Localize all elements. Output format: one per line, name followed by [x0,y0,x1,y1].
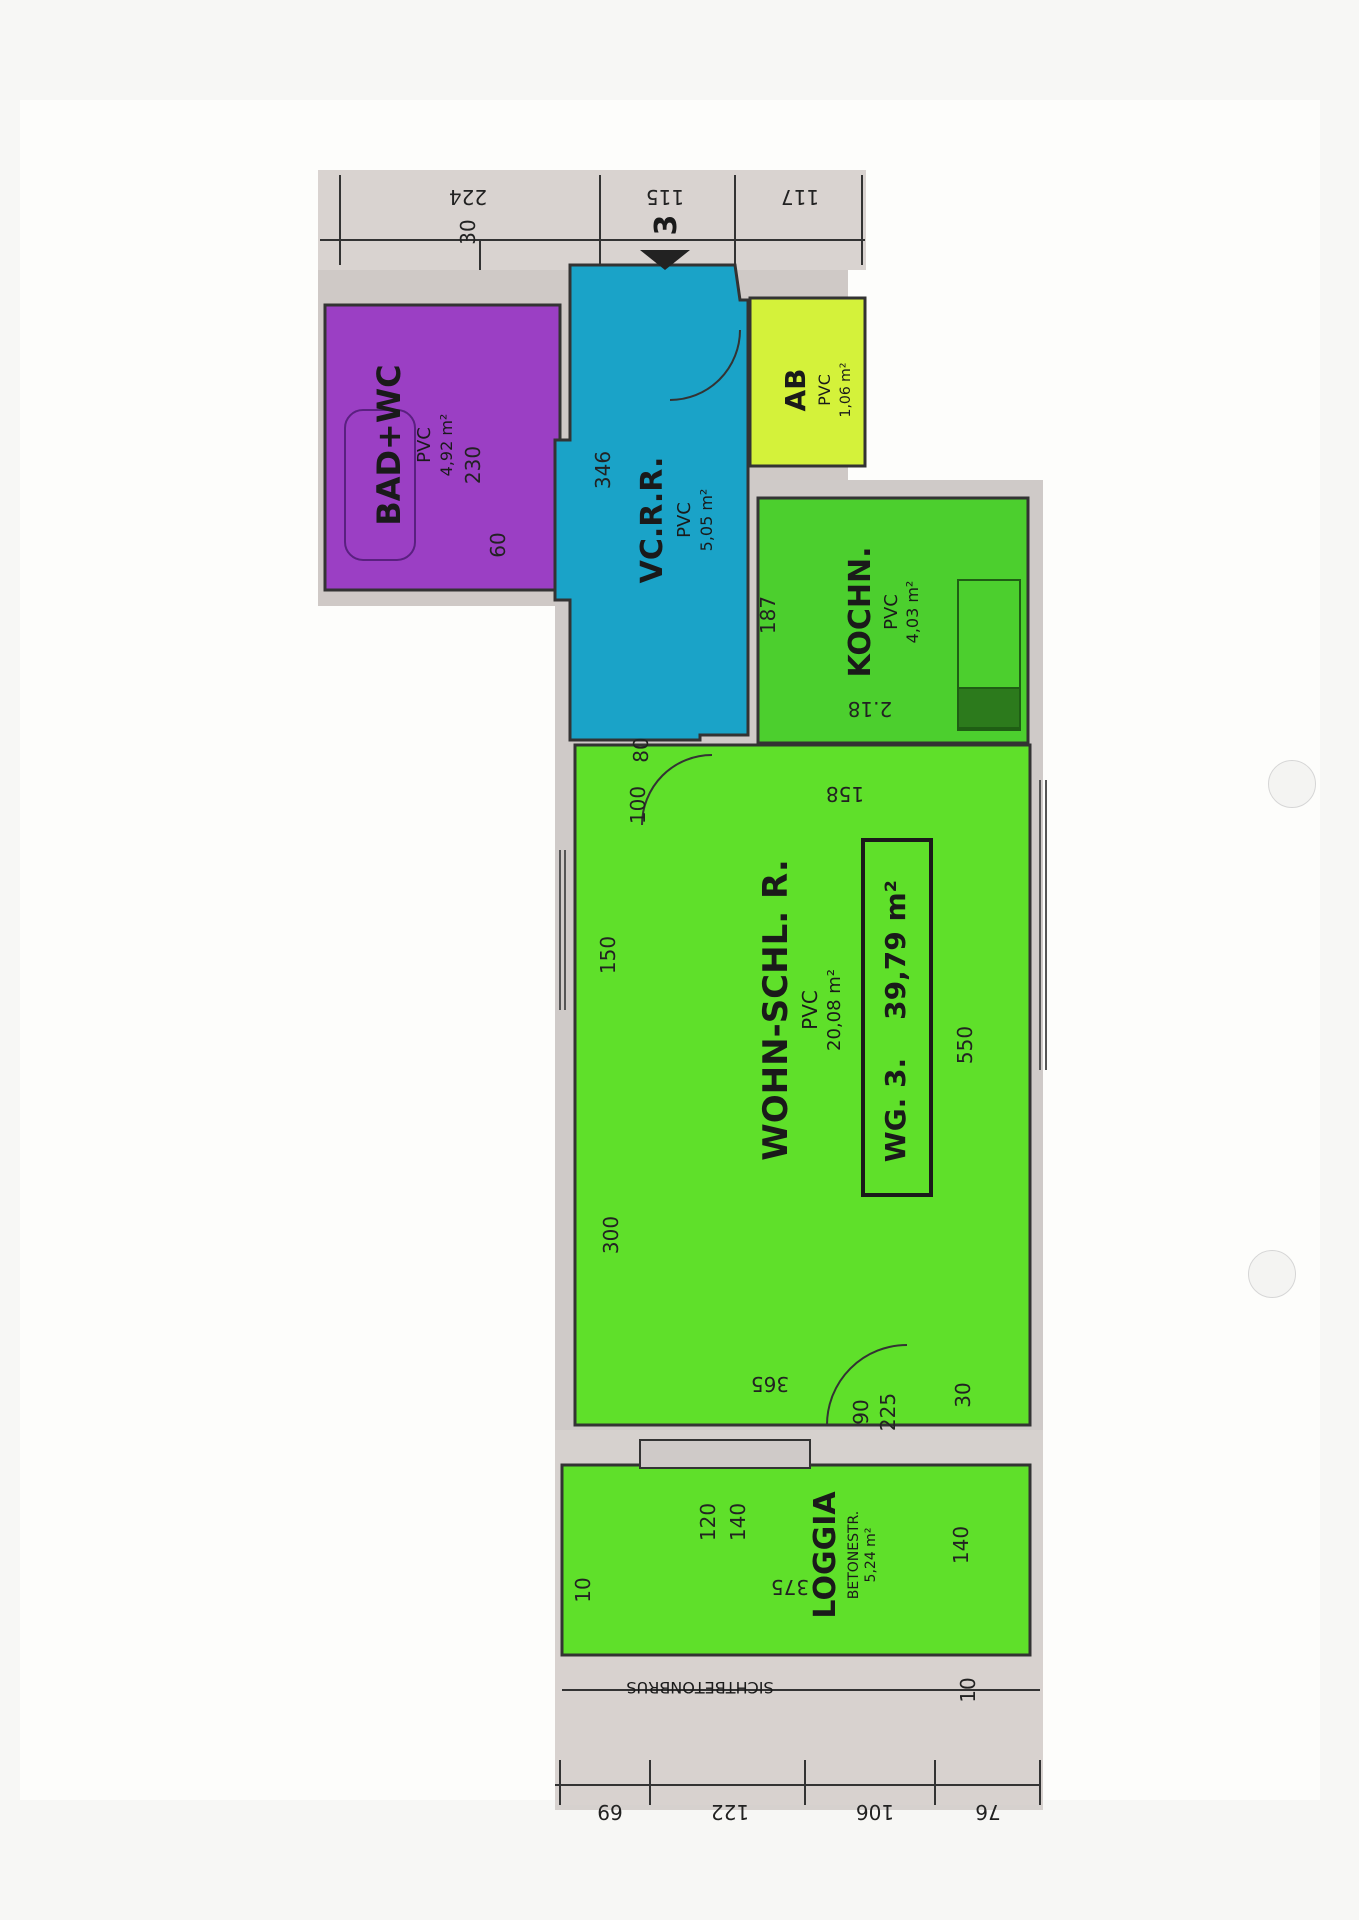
top-dimension-strip [318,170,866,270]
dim-top-115: 115 [646,185,684,209]
dim-wohn-225: 225 [876,1393,900,1431]
dim-vr-100: 100 [626,786,650,824]
dim-bottom-10: 10 [956,1677,980,1702]
dim-wohn-30: 30 [951,1382,975,1407]
dim-bad-230: 230 [461,446,485,484]
dim-bot-69: 69 [597,1800,622,1824]
bottom-dimension-lines [555,1689,1041,1805]
dim-bot-122: 122 [711,1800,749,1824]
dim-wohn-300: 300 [599,1216,623,1254]
label-loggia-floor: BETONESTR. [846,1511,862,1599]
kitchen-stove [957,687,1021,729]
label-unit-name: WG. 3. [879,1058,912,1162]
punch-hole-top [1268,760,1316,808]
label-kochn-floor: PVC [881,594,902,630]
bathtub-outline [344,409,416,561]
label-bad-floor: PVC [414,427,435,463]
label-bad-area: 4,92 m² [437,414,456,477]
dim-bot-106: 106 [856,1800,894,1824]
label-kochn-name: KOCHN. [843,546,878,677]
kitchen-counter [957,579,1021,731]
loggia-threshold [639,1439,811,1469]
label-bad-name: BAD+WC [370,364,408,525]
label-ab-area: 1,06 m² [838,363,854,418]
dim-wohn-90: 90 [849,1399,873,1424]
label-vr-name: VC.R.R. [635,457,670,584]
dim-top-117: 117 [781,185,819,209]
dim-wohn-550: 550 [953,1026,977,1064]
dim-vr-346: 346 [591,451,615,489]
label-kochn-area: 4,03 m² [903,581,922,644]
label-wohn-area: 20,08 m² [824,969,845,1051]
label-ab-name: AB [779,368,812,411]
dim-top-224: 224 [449,185,487,209]
label-ab-floor: PVC [815,374,834,406]
door-swing-vr [641,754,713,826]
door-swing-loggia [826,1344,908,1426]
room-wohn-schlafraum [573,743,1032,1427]
dim-loggia-140a: 140 [726,1503,750,1541]
punch-hole-bottom [1248,1250,1296,1298]
dim-vr-80: 80 [629,737,653,762]
dim-kochn-218: 2.18 [848,697,893,721]
label-wohn-name: WOHN-SCHL. R. [756,859,796,1160]
room-bad-wc [323,303,562,592]
dim-kochn-187: 187 [756,596,780,634]
entrance-arrow-icon [640,250,690,270]
dim-bad-60: 60 [486,532,510,557]
label-loggia-name: LOGGIA [808,1491,843,1619]
window-marks-right [1039,780,1047,1070]
dim-wohn-158: 158 [826,782,864,806]
dim-loggia-375: 375 [771,1575,809,1599]
label-vr-area: 5,05 m² [697,489,716,552]
dim-wohn-365: 365 [751,1372,789,1396]
label-loggia-area: 5,24 m² [863,1528,879,1583]
bottom-dimension-strip [555,1650,1043,1805]
top-dimension-lines [320,175,865,270]
dim-bot-76: 76 [975,1800,1000,1824]
room-loggia [560,1463,1032,1657]
label-sichtbeton: SICHTBETONBRUS [626,1678,773,1697]
dim-loggia-140b: 140 [949,1526,973,1564]
label-wohn-floor: PVC [798,990,822,1030]
label-vr-floor: PVC [674,502,695,538]
label-entrance-number: 3 [649,215,684,236]
room-abstellraum [748,296,867,468]
dim-top-30: 30 [456,219,480,244]
dim-loggia-120: 120 [696,1503,720,1541]
dim-wohn-150: 150 [596,936,620,974]
door-swing-ab [669,329,741,401]
unit-summary-box [861,838,933,1197]
window-marks-left [559,850,566,1010]
label-unit-total: 39,79 m² [879,880,912,1020]
dim-loggia-10: 10 [571,1577,595,1602]
room-vorraum [553,263,750,742]
